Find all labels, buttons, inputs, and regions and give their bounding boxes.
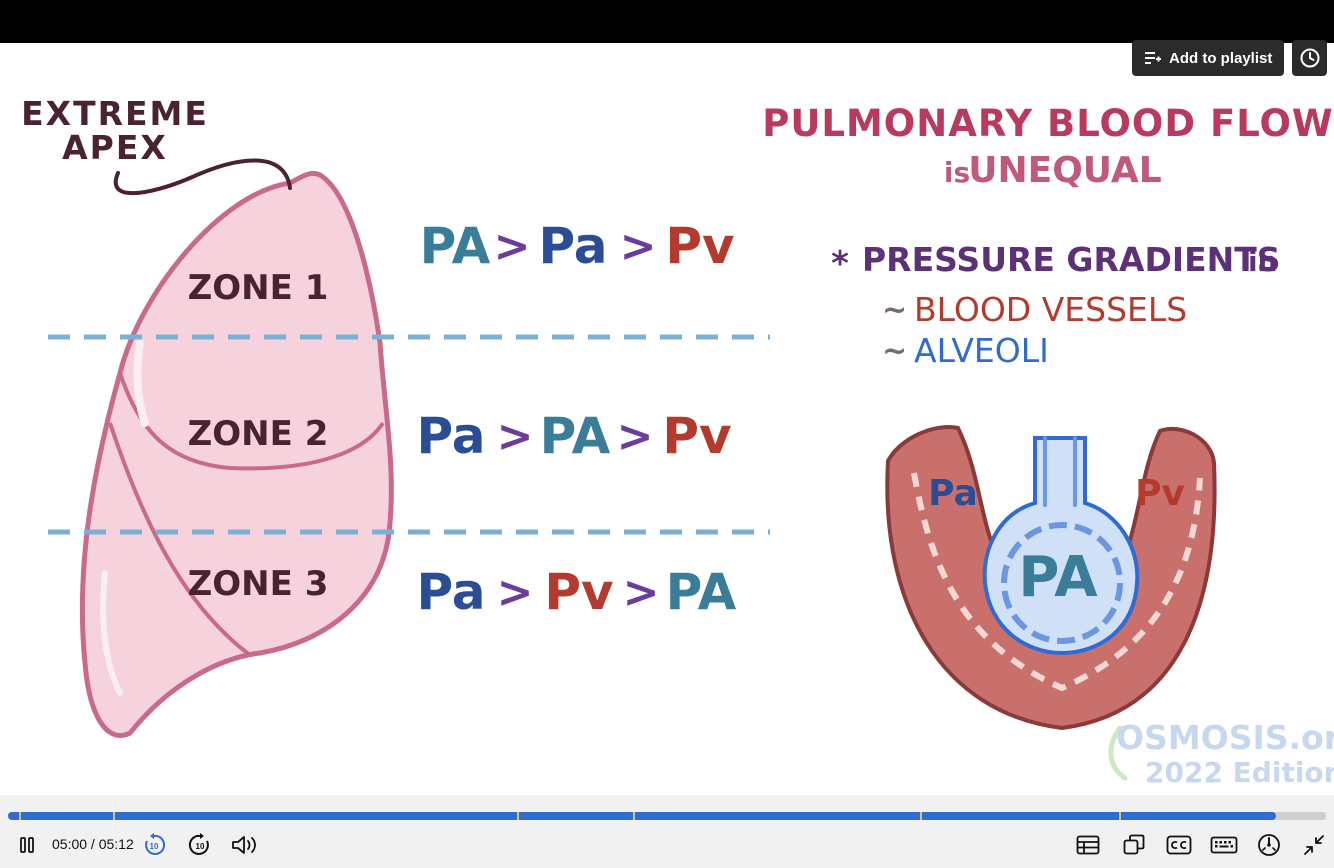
bullet-text: PRESSURE GRADIENTS xyxy=(862,240,1281,279)
zone-2-term-2: PA xyxy=(540,407,611,465)
slide-title-prefix: is xyxy=(944,156,970,189)
zone-1-gt-1: > xyxy=(494,221,531,272)
capillary-alveolus-diagram xyxy=(885,425,1217,731)
progress-bar[interactable] xyxy=(8,812,1326,820)
closed-captions-button[interactable] xyxy=(1164,831,1194,859)
zone-3-label: ZONE 3 xyxy=(188,564,329,604)
zone-3-term-3: PA xyxy=(666,563,737,621)
apex-label-line2: APEX xyxy=(62,128,168,167)
apex-label-line1: EXTREME xyxy=(21,94,209,133)
transcript-button[interactable] xyxy=(1074,831,1102,859)
zone-2-term-3: Pv xyxy=(662,407,731,465)
chapter-marker[interactable] xyxy=(18,812,21,820)
zone-3-gt-2: > xyxy=(623,567,660,618)
forward-10-icon: 10 xyxy=(188,833,209,855)
zone-2-label: ZONE 2 xyxy=(188,414,329,454)
zone-3-term-2: Pv xyxy=(544,563,613,621)
vessel-label-pv: Pv xyxy=(1135,473,1185,514)
chapter-marker[interactable] xyxy=(632,812,635,820)
top-black-bar xyxy=(0,0,1334,43)
alveolus-label-pa: PA xyxy=(1018,545,1098,610)
transcript-icon xyxy=(1076,835,1100,855)
zone-1-label: ZONE 1 xyxy=(188,268,329,308)
sub-item-tilde-1: ~ xyxy=(882,293,907,328)
keyboard-shortcuts-button[interactable] xyxy=(1208,831,1240,859)
forward-10-button[interactable]: 10 xyxy=(186,831,214,859)
add-to-playlist-label: Add to playlist xyxy=(1169,49,1273,67)
zone-1-equation: PA > Pa > Pv xyxy=(420,217,735,275)
watermark-line1: OSMOSIS.org xyxy=(1116,718,1334,757)
sub-item-alveoli: ALVEOLI xyxy=(914,331,1049,370)
volume-button[interactable] xyxy=(228,831,262,859)
chapter-marker[interactable] xyxy=(920,812,923,820)
osmosis-watermark: OSMOSIS.org 2022 Edition xyxy=(1108,718,1334,789)
zone-1-term-2: Pa xyxy=(538,217,607,275)
zone-1-gt-2: > xyxy=(620,221,657,272)
lung-illustration xyxy=(79,170,394,738)
chapter-marker[interactable] xyxy=(516,812,519,820)
slide-title-unequal: UNEQUAL xyxy=(968,150,1161,191)
zone-3-gt-1: > xyxy=(497,567,534,618)
zone-1-term-1: PA xyxy=(420,217,491,275)
vessel-label-pa: Pa xyxy=(928,473,978,514)
time-display: 05:00 / 05:12 xyxy=(52,836,134,852)
sub-item-blood-vessels: BLOOD VESSELS xyxy=(914,290,1187,329)
add-to-playlist-button[interactable]: Add to playlist xyxy=(1132,40,1284,76)
bullet-star: * xyxy=(831,244,849,284)
zone-2-gt-1: > xyxy=(497,411,534,462)
zone-1-term-3: Pv xyxy=(665,217,734,275)
rewind-10-button[interactable]: 10 xyxy=(140,831,168,859)
zone-3-term-1: Pa xyxy=(416,563,485,621)
pause-icon xyxy=(20,837,34,853)
zone-2-term-1: Pa xyxy=(416,407,485,465)
sub-item-tilde-2: ~ xyxy=(882,334,907,369)
speed-icon xyxy=(1258,834,1280,856)
player-controls: 05:00 / 05:12 10 10 xyxy=(0,795,1334,868)
picture-in-picture-button[interactable] xyxy=(1120,831,1148,859)
exit-fullscreen-icon xyxy=(1304,835,1324,855)
playback-speed-button[interactable] xyxy=(1255,831,1283,859)
exit-fullscreen-button[interactable] xyxy=(1300,831,1328,859)
cc-icon xyxy=(1166,835,1192,855)
apex-pointer xyxy=(113,158,292,196)
slide-illustration: EXTREME APEX ZONE 1 ZONE 2 ZONE 3 PA > P… xyxy=(21,94,1334,789)
zone-2-equation: Pa > PA > Pv xyxy=(416,407,731,465)
bullet-suffix: in xyxy=(1248,245,1278,278)
rewind-10-icon: 10 xyxy=(145,833,166,855)
pip-icon xyxy=(1123,834,1145,855)
zone-3-equation: Pa > Pv > PA xyxy=(416,563,736,621)
volume-icon xyxy=(232,836,256,854)
forward-seconds: 10 xyxy=(196,842,205,851)
clock-icon xyxy=(1300,48,1319,68)
chapter-marker[interactable] xyxy=(113,812,116,820)
osmosis-logo-arc xyxy=(1108,725,1128,781)
chapter-marker[interactable] xyxy=(1119,812,1122,820)
watch-later-button[interactable] xyxy=(1292,40,1327,76)
video-frame[interactable]: EXTREME APEX ZONE 1 ZONE 2 ZONE 3 PA > P… xyxy=(0,43,1334,795)
rewind-seconds: 10 xyxy=(150,842,159,851)
playlist-add-icon xyxy=(1145,52,1161,64)
slide-title: PULMONARY BLOOD FLOW xyxy=(762,102,1334,145)
zone-2-gt-2: > xyxy=(617,411,654,462)
watermark-line2: 2022 Edition xyxy=(1145,756,1334,789)
pause-button[interactable] xyxy=(14,831,40,859)
progress-fill xyxy=(8,812,1276,820)
keyboard-icon xyxy=(1210,836,1238,854)
